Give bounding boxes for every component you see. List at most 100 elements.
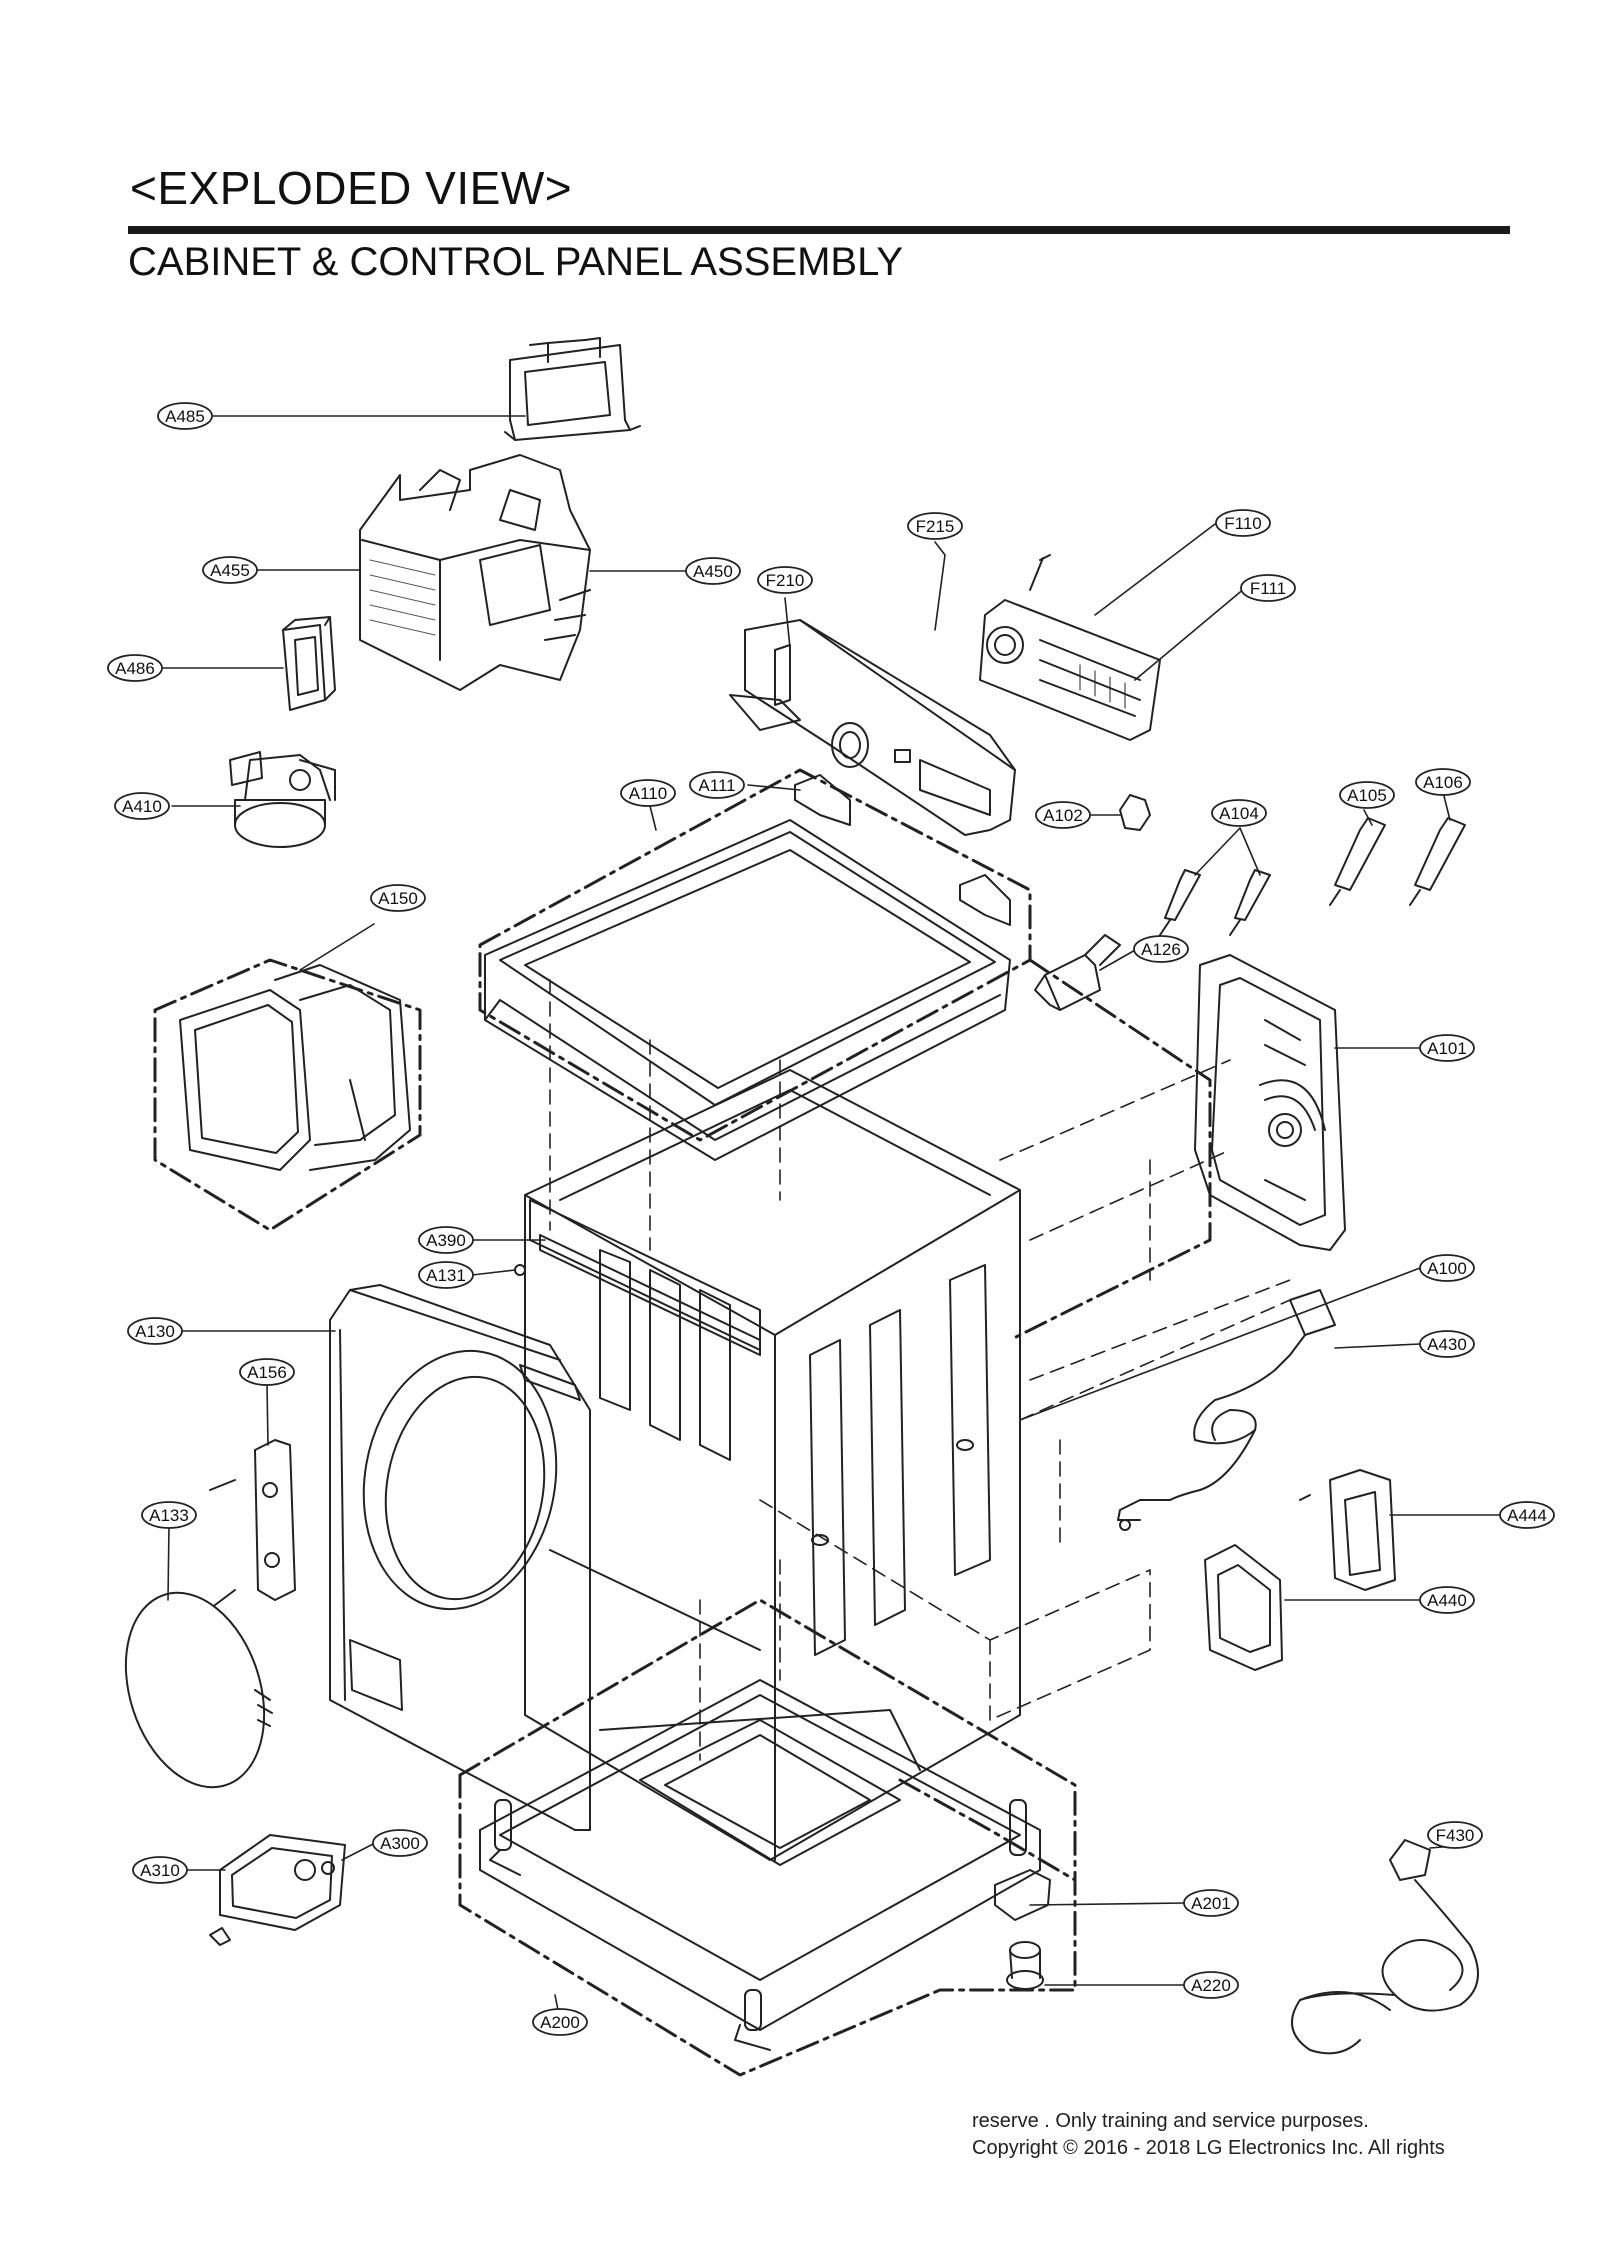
callout-ellipse <box>1427 1821 1483 1849</box>
callout-label: A101 <box>1427 1039 1467 1058</box>
callout-f215: F215 <box>907 512 963 540</box>
callout-a150: A150 <box>370 884 426 912</box>
callout-ellipse <box>370 884 426 912</box>
part-a390 <box>514 1234 761 1356</box>
callout-a201: A201 <box>1183 1889 1239 1917</box>
callout-a105: A105 <box>1339 781 1395 809</box>
callout-label: A133 <box>149 1506 189 1525</box>
callout-label: A201 <box>1191 1894 1231 1913</box>
callout-a110: A110 <box>620 779 676 807</box>
part-a133 <box>124 1591 273 1789</box>
part-f215-f110-f111 <box>979 554 1161 741</box>
callout-ellipse <box>1499 1501 1555 1529</box>
callout-label: A486 <box>115 659 155 678</box>
callout-ellipse <box>1211 799 1267 827</box>
callout-label: A300 <box>380 1834 420 1853</box>
part-a126 <box>1034 934 1121 1011</box>
callout-a300: A300 <box>372 1829 428 1857</box>
callout-a130: A130 <box>127 1317 183 1345</box>
callout-ellipse <box>132 1856 188 1884</box>
callout-f430: F430 <box>1427 1821 1483 1849</box>
callout-ellipse <box>239 1358 295 1386</box>
part-a102 <box>1119 794 1151 831</box>
part-a300-a310 <box>209 1834 346 1946</box>
callout-label: A200 <box>540 2013 580 2032</box>
leader-lines <box>147 415 1506 2021</box>
callout-label: F430 <box>1436 1826 1475 1845</box>
callout-ellipse <box>689 771 745 799</box>
callout-ellipse <box>1183 1971 1239 1999</box>
callout-a430: A430 <box>1419 1330 1475 1358</box>
callout-ellipse <box>1339 781 1395 809</box>
callout-label: A100 <box>1427 1259 1467 1278</box>
callout-label: A455 <box>210 561 250 580</box>
copyright-footer: reserve . Only training and service purp… <box>972 2108 1445 2162</box>
callout-ellipse <box>372 1829 428 1857</box>
callout-a102: A102 <box>1035 801 1091 829</box>
callout-a486: A486 <box>107 654 163 682</box>
callout-ellipse <box>1035 801 1091 829</box>
callout-ellipse <box>907 512 963 540</box>
part-a110 <box>484 819 1011 1161</box>
callout-a220: A220 <box>1183 1971 1239 1999</box>
callout-label: A104 <box>1219 804 1259 823</box>
part-a101 <box>1194 954 1346 1251</box>
callout-label: A102 <box>1043 806 1083 825</box>
callout-label: A410 <box>122 797 162 816</box>
callout-ellipse <box>157 402 213 430</box>
callout-ellipse <box>1419 1586 1475 1614</box>
callout-a455: A455 <box>202 556 258 584</box>
callout-label: A450 <box>693 562 733 581</box>
callout-a101: A101 <box>1419 1034 1475 1062</box>
part-a200 <box>479 1679 1041 2051</box>
callout-f110: F110 <box>1215 509 1271 537</box>
callout-ellipse <box>114 792 170 820</box>
callout-a410: A410 <box>114 792 170 820</box>
callout-a100: A100 <box>1419 1254 1475 1282</box>
footer-line-1: reserve . Only training and service purp… <box>972 2110 1369 2132</box>
callout-label: A110 <box>629 784 667 803</box>
callout-label: A131 <box>426 1266 466 1285</box>
callout-ellipse <box>418 1226 474 1254</box>
callout-label: A430 <box>1427 1335 1467 1354</box>
callout-a444: A444 <box>1499 1501 1555 1529</box>
callout-a111: A111 <box>689 771 745 799</box>
callout-label: A220 <box>1191 1976 1231 1995</box>
part-a156 <box>209 1439 296 1606</box>
part-a486 <box>282 616 336 711</box>
callout-label: A440 <box>1427 1591 1467 1610</box>
assembly-subtitle: CABINET & CONTROL PANEL ASSEMBLY <box>128 240 904 284</box>
callout-ellipse <box>1215 509 1271 537</box>
callout-label: A106 <box>1423 773 1463 792</box>
callout-label: F110 <box>1224 514 1262 533</box>
assembly-outline-lines <box>153 768 1212 2077</box>
callout-f111: F111 <box>1240 574 1296 602</box>
title-divider <box>128 226 1510 234</box>
callout-a104: A104 <box>1211 799 1267 827</box>
part-f210 <box>729 619 1016 836</box>
callout-ellipse <box>1183 1889 1239 1917</box>
callout-label: A126 <box>1141 940 1181 959</box>
callout-ellipse <box>685 557 741 585</box>
part-a455-a450 <box>359 454 591 691</box>
callout-ellipse <box>620 779 676 807</box>
callout-ellipse <box>1419 1254 1475 1282</box>
callout-a485: A485 <box>157 402 213 430</box>
callout-ellipse <box>1133 935 1189 963</box>
callout-ellipse <box>1240 574 1296 602</box>
callout-ellipse <box>418 1261 474 1289</box>
callout-ellipse <box>757 566 813 594</box>
callout-ellipse <box>1419 1330 1475 1358</box>
part-f430 <box>1291 1839 1479 2055</box>
callout-ellipse <box>127 1317 183 1345</box>
callout-ellipse <box>107 654 163 682</box>
callout-a126: A126 <box>1133 935 1189 963</box>
callout-a200: A200 <box>532 2008 588 2036</box>
page-title: <EXPLODED VIEW> <box>130 162 573 214</box>
callout-ellipse <box>532 2008 588 2036</box>
part-a410 <box>229 751 336 848</box>
callout-ellipse <box>1419 1034 1475 1062</box>
part-a111 <box>794 774 1011 926</box>
callout-label: A111 <box>698 776 735 795</box>
